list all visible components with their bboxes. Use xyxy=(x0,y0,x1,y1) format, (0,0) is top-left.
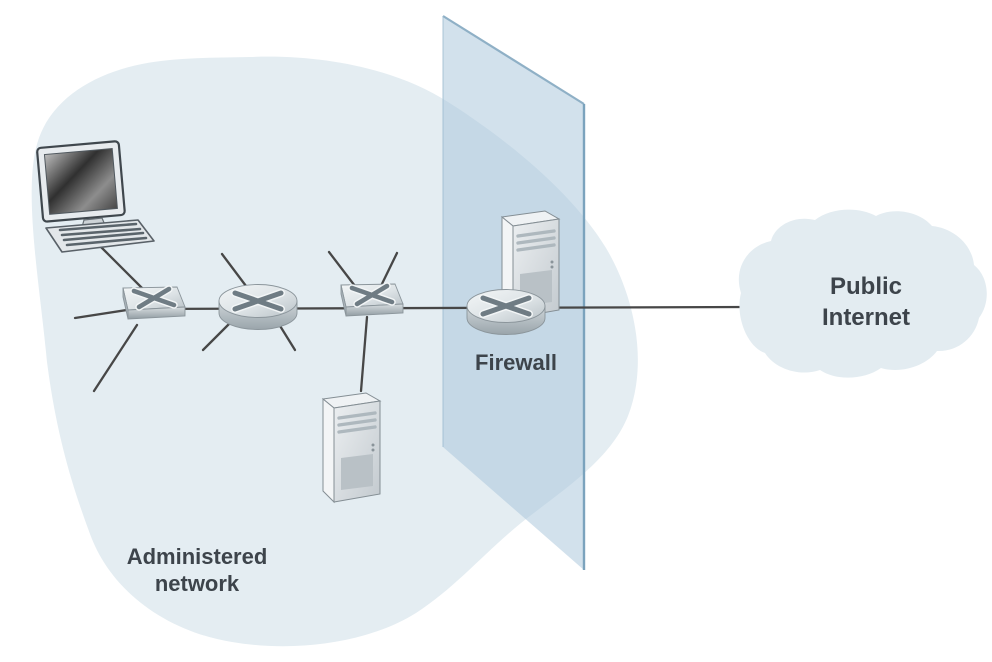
router1-upleft-link xyxy=(220,252,251,292)
router1-downleft-link xyxy=(201,319,234,352)
server-link xyxy=(359,315,369,393)
switch-1 xyxy=(122,285,186,320)
router-icon xyxy=(218,284,298,330)
switch1-stub-link xyxy=(92,323,139,393)
router-1 xyxy=(218,284,298,330)
firewall-router xyxy=(466,289,546,335)
switch2-antenna-left-link xyxy=(327,250,360,292)
desktop-monitor-icon xyxy=(36,140,126,223)
keyboard-icon xyxy=(45,219,155,253)
router-icon xyxy=(466,289,546,335)
workstation-link xyxy=(98,244,149,295)
server-1 xyxy=(321,392,382,504)
firewall-label: Firewall xyxy=(475,350,557,375)
firewall-plane-top-edge xyxy=(442,15,585,105)
administered-network-label-line2: network xyxy=(155,571,240,596)
workstation xyxy=(36,140,155,253)
public-internet-label-line1: Public xyxy=(830,273,902,300)
public-internet-cloud xyxy=(738,209,987,378)
public-internet-label-line2: Internet xyxy=(822,304,910,331)
switch-2 xyxy=(340,282,404,317)
switch-icon xyxy=(122,285,186,320)
server-tower-icon xyxy=(321,392,382,504)
switch-icon xyxy=(340,282,404,317)
administered-network-label-line1: Administered xyxy=(127,544,268,569)
